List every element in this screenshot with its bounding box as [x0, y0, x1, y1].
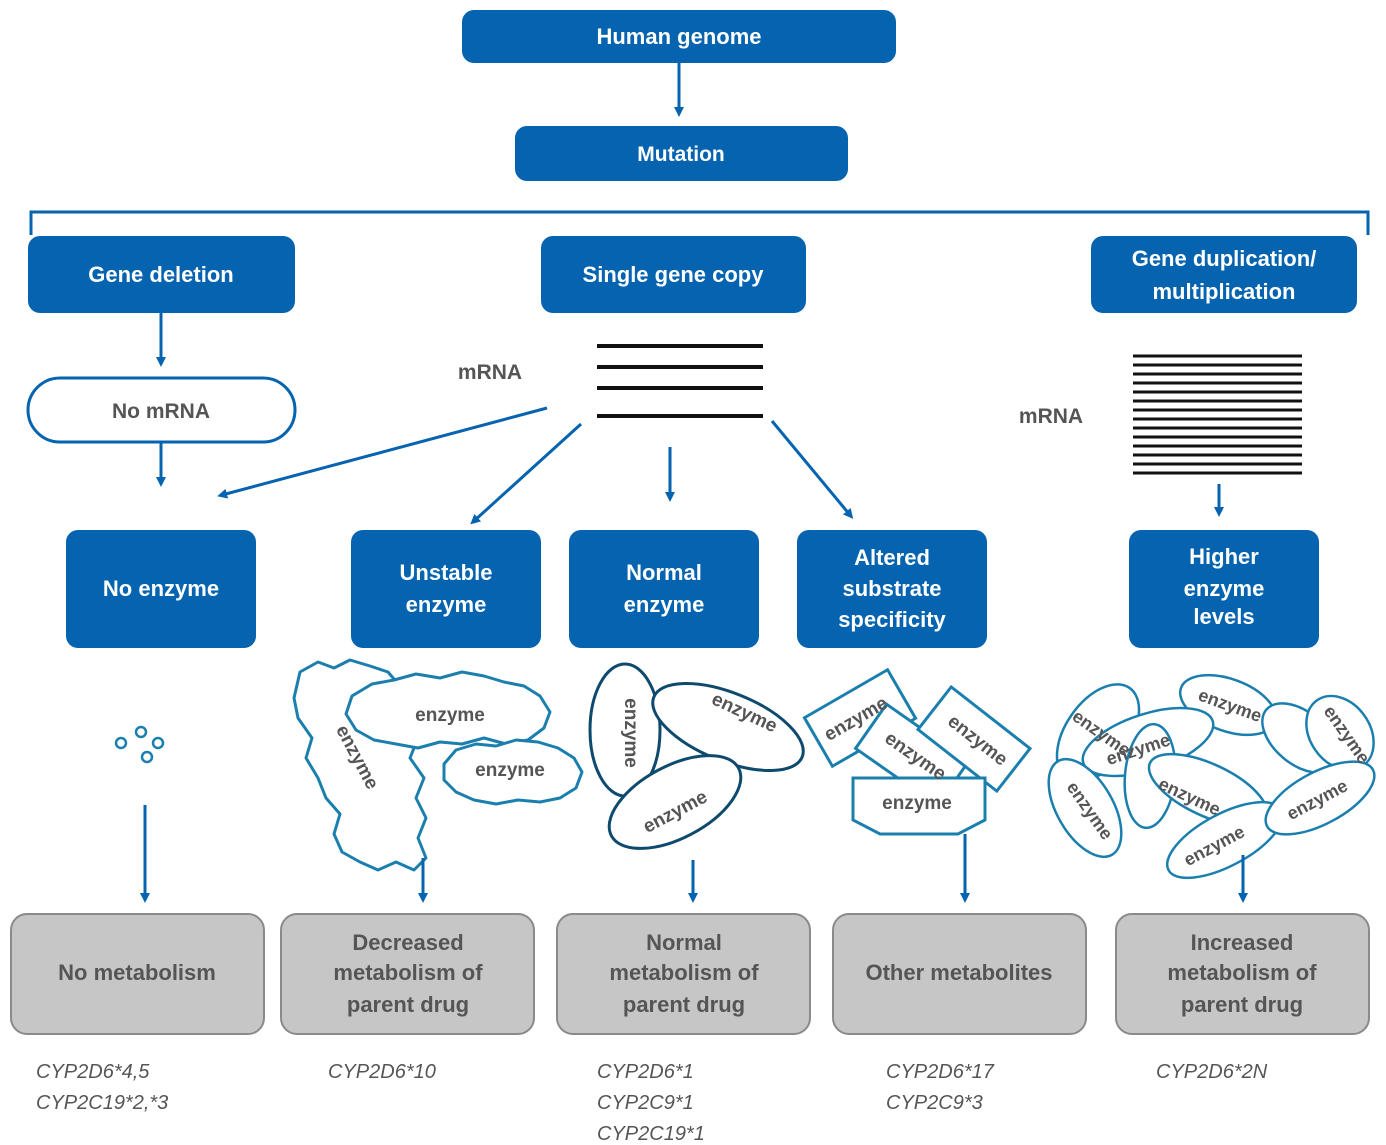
decreased-label-line3: parent drug	[347, 992, 469, 1017]
normal-metabolism-label-line1: Normal	[646, 930, 722, 955]
alleles-col5: CYP2D6*2N	[1156, 1061, 1268, 1083]
higher-label-line2: enzyme	[1184, 576, 1265, 601]
allele-label: CYP2D6*2N	[1156, 1061, 1268, 1083]
normal-enzyme-label-line1: Normal	[626, 560, 702, 585]
human-genome-label: Human genome	[596, 24, 761, 49]
increased-metabolism-node: Increased metabolism of parent drug	[1115, 913, 1370, 1035]
enzyme-label-unstable-2: enzyme	[415, 705, 485, 726]
allele-label: CYP2D6*10	[328, 1061, 436, 1083]
normal-enzyme-node: Normal enzyme	[569, 530, 759, 648]
higher-enzyme-levels-node: Higher enzyme levels	[1129, 530, 1319, 648]
higher-enzyme-cluster-icon: enzyme enzyme enzyme enzyme enzyme enzym…	[1047, 673, 1376, 880]
arrow-mrna-to-unstable	[470, 422, 583, 525]
enzyme-label-normal-1: enzyme	[620, 698, 641, 768]
altered-enzyme-shapes-icon: enzyme enzyme enzyme enzyme	[802, 667, 1033, 836]
normal-metabolism-node: Normal metabolism of parent drug	[556, 913, 811, 1035]
arrow-mrna-to-no-enzyme	[217, 406, 548, 499]
allele-label: CYP2D6*1	[597, 1061, 694, 1083]
increased-label-line2: metabolism of	[1167, 960, 1317, 985]
no-mrna-node: No mRNA	[26, 376, 297, 444]
normal-enzyme-label-line2: enzyme	[624, 592, 705, 617]
other-metabolites-label: Other metabolites	[865, 960, 1052, 985]
unstable-enzyme-label-line2: enzyme	[406, 592, 487, 617]
altered-specificity-node: Altered substrate specificity	[797, 530, 987, 648]
no-enzyme-node: No enzyme	[66, 530, 256, 648]
higher-label-line1: Higher	[1189, 544, 1259, 569]
altered-label-line1: Altered	[854, 545, 930, 570]
unstable-enzyme-label-line1: Unstable	[400, 560, 493, 585]
gene-duplication-node: Gene duplication/ multiplication	[1091, 236, 1357, 313]
gene-duplication-label-line2: multiplication	[1153, 279, 1296, 304]
single-gene-copy-node: Single gene copy	[541, 236, 806, 313]
no-metabolism-label: No metabolism	[58, 960, 216, 985]
mrna-strands-duplication	[1133, 354, 1302, 475]
allele-label: CYP2C19*1	[597, 1123, 705, 1145]
mutation-node: Mutation	[515, 126, 848, 181]
no-metabolism-node: No metabolism	[10, 913, 265, 1035]
mrna-label-single: mRNA	[458, 361, 522, 384]
other-metabolites-node: Other metabolites	[832, 913, 1087, 1035]
unstable-enzyme-node: Unstable enzyme	[351, 530, 541, 648]
normal-metabolism-label-line2: metabolism of	[609, 960, 759, 985]
gene-deletion-label: Gene deletion	[88, 262, 233, 287]
altered-label-line2: substrate	[842, 576, 941, 601]
alleles-col1: CYP2D6*4,5 CYP2C19*2,*3	[36, 1061, 168, 1114]
mrna-strands-single	[597, 344, 763, 418]
increased-label-line1: Increased	[1191, 930, 1294, 955]
alleles-col3: CYP2D6*1 CYP2C9*1 CYP2C19*1	[597, 1061, 705, 1145]
normal-enzyme-ellipses-icon: enzyme enzyme enzyme	[588, 662, 805, 850]
mutation-label: Mutation	[637, 143, 724, 166]
single-gene-copy-label: Single gene copy	[583, 262, 765, 287]
altered-label-line3: specificity	[838, 607, 946, 632]
decreased-label-line2: metabolism of	[333, 960, 483, 985]
allele-label: CYP2D6*4,5	[36, 1061, 150, 1083]
human-genome-node: Human genome	[462, 10, 896, 63]
no-enzyme-bubbles-icon	[114, 725, 165, 764]
branch-bracket	[29, 210, 1370, 235]
decreased-label-line1: Decreased	[352, 930, 463, 955]
mrna-label-duplication: mRNA	[1019, 405, 1083, 428]
no-enzyme-label: No enzyme	[103, 576, 219, 601]
no-mrna-label: No mRNA	[112, 400, 210, 423]
decreased-metabolism-node: Decreased metabolism of parent drug	[280, 913, 535, 1035]
alleles-col4: CYP2D6*17 CYP2C9*3	[886, 1061, 995, 1114]
alleles-col2: CYP2D6*10	[328, 1061, 436, 1083]
increased-label-line3: parent drug	[1181, 992, 1303, 1017]
gene-duplication-label-line1: Gene duplication/	[1132, 246, 1317, 271]
gene-deletion-node: Gene deletion	[28, 236, 295, 313]
higher-label-line3: levels	[1193, 604, 1254, 629]
allele-label: CYP2C19*2,*3	[36, 1092, 168, 1114]
enzyme-label-unstable-3: enzyme	[475, 760, 545, 781]
allele-label: CYP2D6*17	[886, 1061, 995, 1083]
normal-metabolism-label-line3: parent drug	[623, 992, 745, 1017]
enzyme-label-altered-4: enzyme	[882, 793, 952, 814]
allele-label: CYP2C9*1	[597, 1092, 694, 1114]
unstable-enzyme-blobs-icon: enzyme enzyme enzyme	[292, 658, 584, 872]
arrow-mrna-to-altered	[770, 420, 854, 519]
allele-label: CYP2C9*3	[886, 1092, 983, 1114]
